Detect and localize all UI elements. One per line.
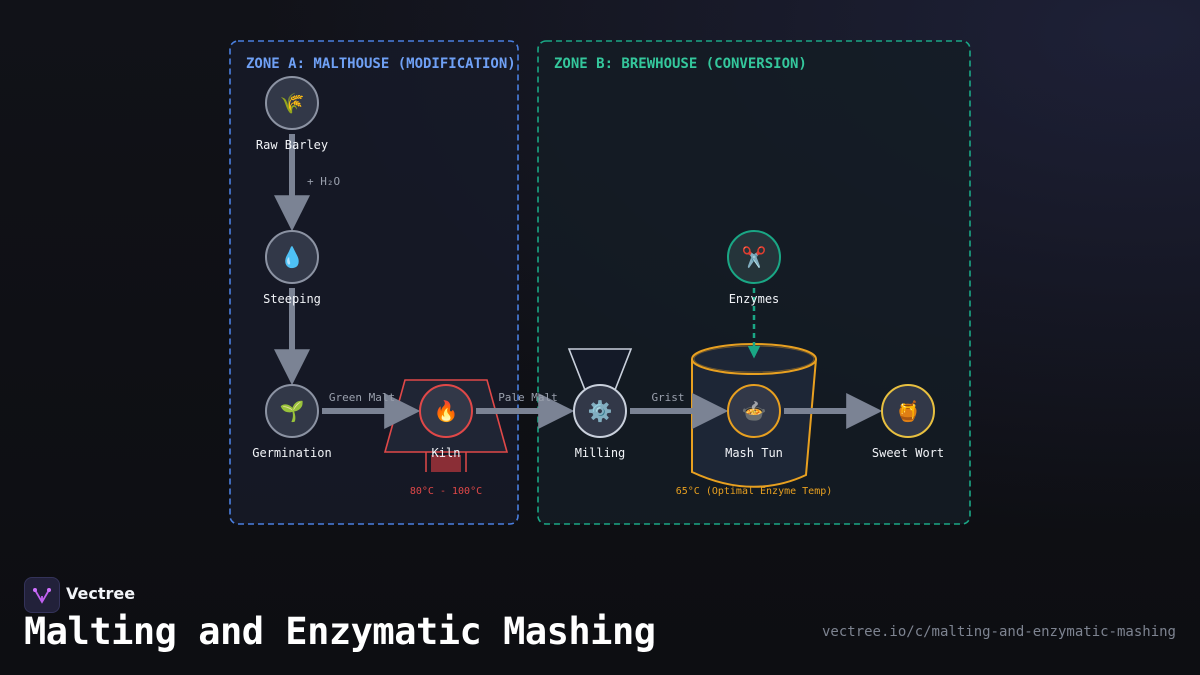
node-germination: 🌱 Germination — [252, 384, 332, 460]
edge-label-pale-malt: Pale Malt — [498, 391, 558, 404]
node-enzymes: ✂️ Enzymes — [727, 230, 781, 306]
edges — [274, 134, 883, 429]
node-label-mash-tun: Mash Tun — [725, 446, 783, 460]
node-label-sweet-wort: Sweet Wort — [872, 446, 944, 460]
node-label-enzymes: Enzymes — [729, 292, 780, 306]
brand-name: Vectree — [66, 584, 136, 603]
tree-logo-icon — [33, 588, 51, 604]
kiln-temperature-note: 80°C - 100°C — [410, 486, 482, 497]
node-label-germination: Germination — [252, 446, 331, 460]
node-raw-barley: 🌾 Raw Barley — [256, 76, 328, 152]
seedling-icon: 🌱 — [280, 399, 305, 423]
pot-icon: 🍲 — [742, 399, 767, 423]
node-milling: ⚙️ Milling — [573, 384, 627, 460]
page-title: Malting and Enzymatic Mashing — [24, 610, 656, 653]
node-label-raw-barley: Raw Barley — [256, 138, 328, 152]
zone-b-title: ZONE B: BREWHOUSE (CONVERSION) — [554, 56, 807, 72]
gear-icon: ⚙️ — [588, 399, 613, 423]
fire-icon: 🔥 — [434, 399, 459, 423]
zone-a-title: ZONE A: MALTHOUSE (MODIFICATION) — [246, 56, 516, 72]
node-kiln: 🔥 Kiln — [419, 384, 473, 460]
source-url[interactable]: vectree.io/c/malting-and-enzymatic-mashi… — [821, 624, 1176, 640]
node-sweet-wort: 🍯 Sweet Wort — [872, 384, 944, 460]
node-mash-tun: 🍲 Mash Tun — [725, 384, 783, 460]
edge-label-grist: Grist — [651, 391, 684, 404]
node-label-steeping: Steeping — [263, 292, 321, 306]
edge-label-green-malt: Green Malt — [329, 391, 395, 404]
droplet-icon: 💧 — [280, 245, 305, 269]
wheat-icon: 🌾 — [280, 91, 305, 115]
honey-pot-icon: 🍯 — [896, 399, 921, 423]
node-label-milling: Milling — [575, 446, 626, 460]
vectree-logo — [24, 577, 60, 613]
node-label-kiln: Kiln — [432, 446, 461, 460]
node-steeping: 💧 Steeping — [263, 230, 321, 306]
edge-label-h2o: + H₂O — [307, 175, 340, 188]
scissors-icon: ✂️ — [742, 245, 767, 269]
mash-temperature-note: 65°C (Optimal Enzyme Temp) — [676, 486, 833, 497]
